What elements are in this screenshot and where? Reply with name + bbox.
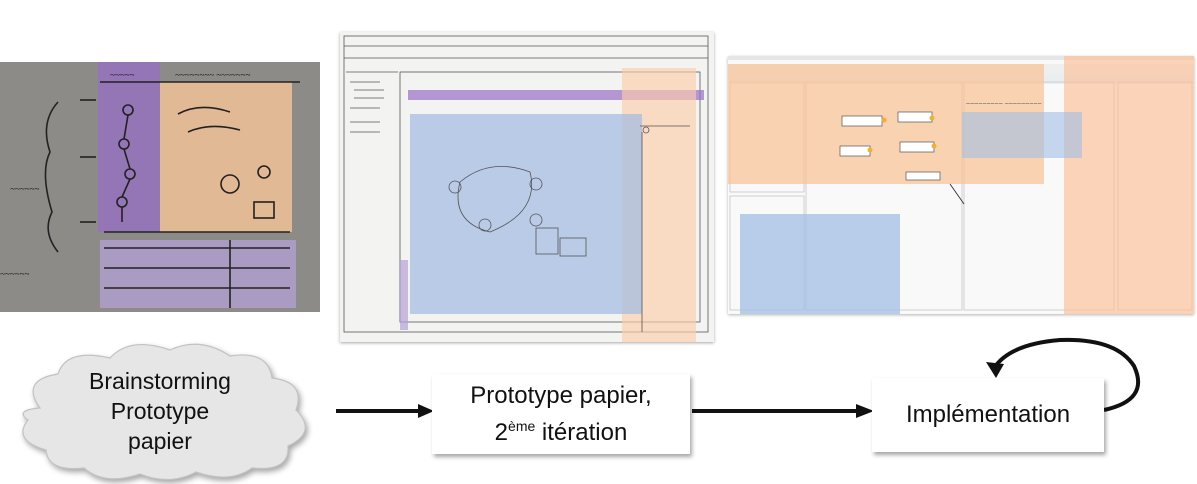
iteration-word: itération bbox=[535, 419, 628, 446]
stage-paper-prototype-line1: Prototype papier, bbox=[470, 381, 652, 409]
svg-text:~~~~~~: ~~~~~~ bbox=[10, 184, 39, 194]
purple-strip bbox=[408, 90, 704, 100]
arrow-right-icon bbox=[692, 404, 874, 418]
blue-table bbox=[962, 112, 1082, 158]
lavender-overlay bbox=[100, 240, 296, 308]
purple-overlay bbox=[98, 62, 160, 232]
blue-navigator bbox=[740, 214, 900, 314]
svg-text:~~~~~~: ~~~~~~ bbox=[0, 269, 29, 279]
stage-brainstorm-line1: Brainstorming bbox=[89, 368, 231, 394]
stage-paper-prototype: Prototype papier, 2ème itération bbox=[432, 374, 690, 454]
arrow-right-icon bbox=[336, 404, 434, 418]
implementation-screenshot: ~~~~~~~~~ ~~~~~~~~~ bbox=[728, 56, 1194, 314]
stage-implementation: Implémentation bbox=[872, 378, 1104, 452]
stage-paper-prototype-line2: 2ème itération bbox=[495, 414, 628, 451]
stage-brainstorm-line3: papier bbox=[128, 428, 192, 454]
brainstorm-photo: ~~~~~ ~~~~~~~~ ~~~~~~~ ~~~~~~ ~~~~~~ bbox=[0, 62, 320, 312]
software-ui: ~~~~~~~~~ ~~~~~~~~~ bbox=[728, 56, 1194, 314]
orange-overlay bbox=[160, 82, 292, 232]
stage-brainstorm-line2: Prototype bbox=[110, 398, 210, 424]
iteration-suffix: ème bbox=[508, 418, 536, 434]
cloud-shape bbox=[22, 343, 306, 481]
stage-brainstorm: Brainstorming Prototype papier bbox=[60, 366, 260, 456]
loop-arrow-icon bbox=[986, 337, 1141, 412]
svg-text:~~~~~~~~ ~~~~~~~: ~~~~~~~~ ~~~~~~~ bbox=[175, 70, 250, 80]
orange-side bbox=[1064, 56, 1194, 314]
paper-sketch bbox=[340, 32, 714, 342]
blue-canvas bbox=[410, 114, 642, 314]
lavender-strip bbox=[400, 260, 408, 330]
iteration-number: 2 bbox=[494, 419, 509, 446]
paper-prototype-scan bbox=[340, 32, 714, 342]
svg-text:~~~~~~~~~ ~~~~~~~~~: ~~~~~~~~~ ~~~~~~~~~ bbox=[966, 101, 1042, 108]
stage-implementation-label: Implémentation bbox=[905, 401, 1071, 428]
whiteboard-sketch: ~~~~~ ~~~~~~~~ ~~~~~~~ ~~~~~~ ~~~~~~ bbox=[0, 62, 320, 312]
svg-text:~~~~~: ~~~~~ bbox=[110, 70, 134, 80]
